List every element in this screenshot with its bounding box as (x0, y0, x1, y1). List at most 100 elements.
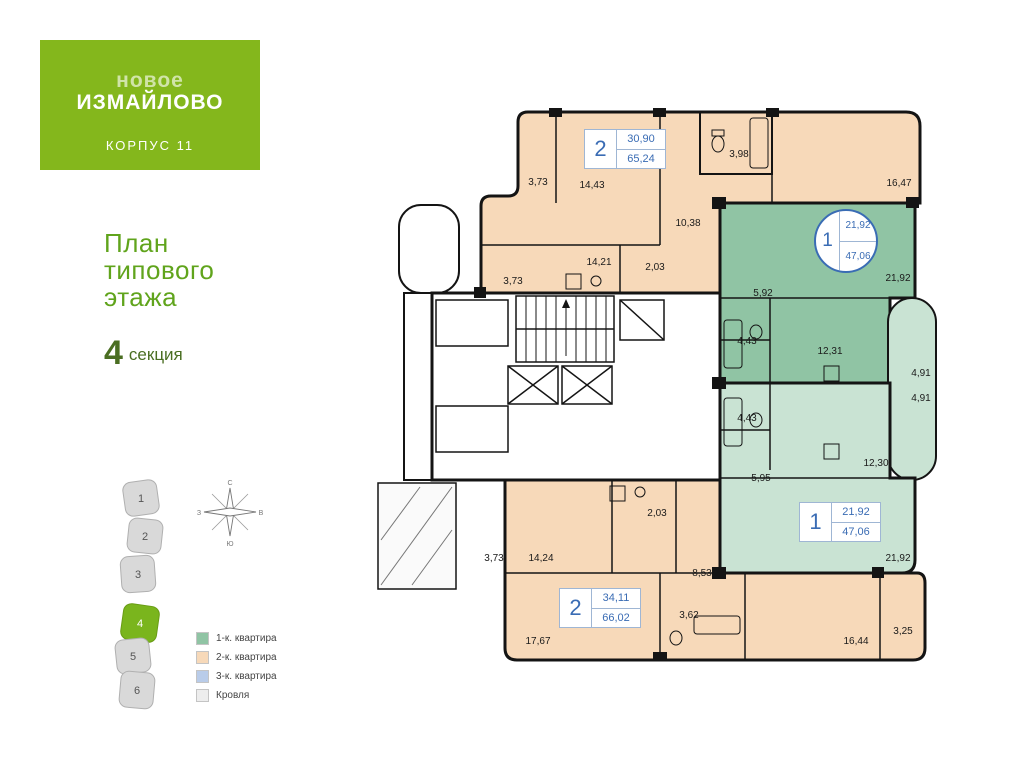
dimension-label: 5,92 (753, 288, 773, 299)
apartment-badge-2room-bottom[interactable]: 2 34,11 66,02 (559, 588, 641, 628)
brand-name-top: новое (116, 69, 184, 92)
apartment-total-area: 65,24 (627, 152, 655, 165)
dimension-label: 17,67 (525, 636, 551, 647)
fixtures (565, 117, 840, 646)
apartment-living-area: 21,92 (832, 503, 880, 523)
bay-window-strip (887, 297, 937, 481)
apartment-badge-2room-top[interactable]: 2 30,90 65,24 (584, 129, 666, 169)
minimap-section-4-label: 4 (137, 618, 143, 630)
building-core (430, 291, 722, 482)
dimension-label: 12,30 (863, 458, 889, 469)
compass-icon: С Ю В З (197, 480, 264, 548)
bathtub-icon (693, 615, 741, 635)
apartment-badge-1room-lower[interactable]: 1 21,92 47,06 (799, 502, 881, 542)
stove-icon (609, 485, 626, 502)
staircase (515, 295, 615, 363)
dimension-label: 16,47 (886, 178, 912, 189)
stove-icon (823, 443, 840, 460)
legend-swatch-2room (196, 651, 209, 664)
wall-piers (474, 108, 919, 661)
toilet-icon (711, 135, 725, 153)
dimension-label: 3,98 (729, 149, 749, 160)
apartment-rooms-count: 1 (816, 211, 840, 271)
legend-swatch-3room (196, 670, 209, 683)
legend-label: 2-к. квартира (216, 652, 277, 663)
minimap-section-6[interactable] (118, 670, 156, 710)
apartment-total-area: 47,06 (845, 250, 871, 262)
minimap-section-3[interactable] (119, 554, 157, 594)
bathtub-icon (723, 397, 743, 447)
apartment-rooms-count: 2 (585, 130, 617, 168)
legend-item-roof: Кровля (196, 686, 277, 705)
compass-south-label: Ю (226, 541, 233, 548)
dimension-label: 3,73 (484, 553, 504, 564)
dimension-label: 12,31 (817, 346, 843, 357)
section-number: 4 (104, 334, 123, 372)
apartment-living-area: 30,90 (617, 130, 665, 150)
dimension-label: 8,53 (692, 568, 712, 579)
apartment-total-area: 66,02 (602, 611, 630, 624)
apartment-living-area: 34,11 (592, 589, 640, 609)
minimap-section-2[interactable] (126, 517, 164, 555)
compass-north-label: С (227, 480, 232, 487)
dimension-label: 4,91 (911, 368, 931, 379)
dimension-label: 14,24 (528, 553, 554, 564)
apartment-rooms-count: 1 (800, 503, 832, 541)
legend-label: Кровля (216, 690, 250, 701)
building-label: КОРПУС 11 (105, 138, 195, 153)
dimension-label: 2,03 (647, 508, 667, 519)
minimap-section-1[interactable] (122, 479, 160, 517)
dimension-label: 4,43 (737, 336, 757, 347)
apartment-total-area: 47,06 (842, 525, 870, 538)
dimension-label: 21,92 (885, 273, 911, 284)
dimension-label: 3,25 (893, 626, 913, 637)
dimension-label: 3,73 (528, 177, 548, 188)
legend-label: 1-к. квартира (216, 633, 277, 644)
apartment-badge-1room-upper[interactable]: 1 21,92 47,06 (814, 209, 878, 273)
stove-icon (565, 273, 582, 290)
elevators (507, 365, 613, 405)
project-logo: новое ИЗМАЙЛОВО КОРПУС 11 (40, 40, 260, 170)
brand-name: новое ИЗМАЙЛОВО (40, 40, 260, 114)
balcony-top-left (398, 204, 460, 294)
compass-west-label: З (197, 510, 201, 517)
balconies (377, 204, 460, 590)
apartment-living-area: 21,92 (840, 211, 876, 242)
dimension-label: 21,92 (885, 553, 911, 564)
bathtub-icon (749, 117, 769, 169)
balcony-left-strip (403, 292, 433, 481)
dimension-label: 14,43 (579, 180, 605, 191)
brand-name-bottom: ИЗМАЙЛОВО (76, 91, 224, 114)
legend-swatch-roof (196, 689, 209, 702)
vestibules (435, 299, 665, 453)
dimension-label: 14,21 (586, 257, 612, 268)
dimension-label: 4,91 (911, 393, 931, 404)
legend-item-2room: 2-к. квартира (196, 648, 277, 667)
bathtub-icon (723, 319, 743, 369)
dimension-label: 10,38 (675, 218, 701, 229)
minimap-section-1-label: 1 (138, 493, 144, 505)
interior-walls (481, 111, 915, 660)
sink-icon (634, 486, 646, 498)
building-minimap: 1 2 3 4 5 6 (114, 479, 164, 710)
dimension-label: 4,43 (737, 413, 757, 424)
legend: 1-к. квартира 2-к. квартира 3-к. квартир… (196, 629, 277, 705)
minimap-section-2-label: 2 (142, 531, 148, 543)
dimension-label: 5,95 (751, 473, 771, 484)
compass-east-label: В (259, 510, 264, 517)
dimension-label: 16,44 (843, 636, 869, 647)
legend-label: 3-к. квартира (216, 671, 277, 682)
minimap-section-5-label: 5 (130, 651, 136, 663)
legend-item-1room: 1-к. квартира (196, 629, 277, 648)
dimension-label: 2,03 (645, 262, 665, 273)
page-title-line: этажа (104, 282, 178, 312)
page-title: План типового этажа (104, 230, 214, 311)
minimap-section-3-label: 3 (135, 569, 141, 581)
toilet-icon (669, 630, 683, 646)
page-title-line: типового (104, 255, 215, 285)
toilet-icon (749, 324, 763, 340)
apartment-rooms-count: 2 (560, 589, 592, 627)
legend-item-3room: 3-к. квартира (196, 667, 277, 686)
toilet-icon (749, 412, 763, 428)
